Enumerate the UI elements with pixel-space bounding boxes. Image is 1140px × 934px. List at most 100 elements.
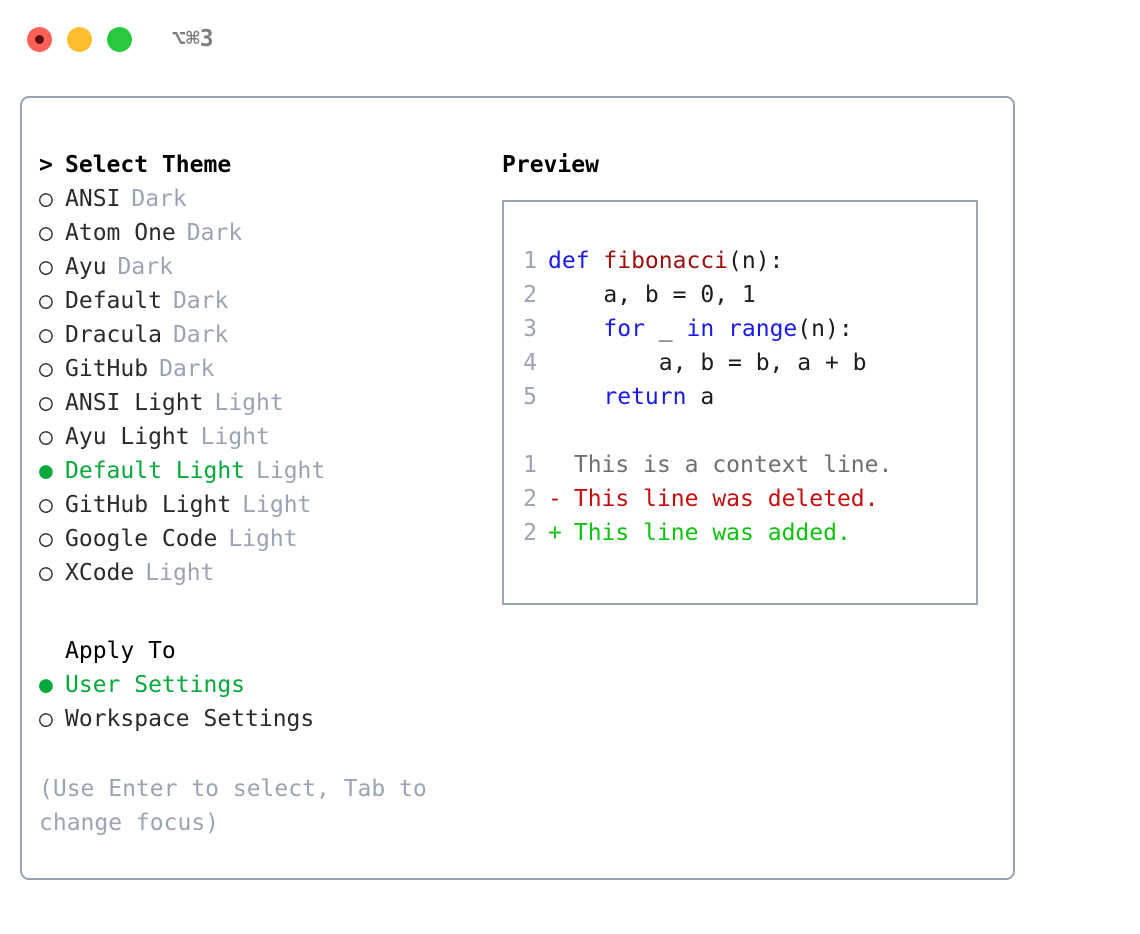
apply-to-option-user-settings[interactable]: ● User Settings <box>39 668 479 702</box>
radio-unselected-icon: ○ <box>39 526 53 552</box>
code-line: 5 return a <box>504 380 976 414</box>
theme-option-ansi-light[interactable]: ○ ANSI Light Light <box>39 386 479 420</box>
minimize-window-button[interactable] <box>67 26 92 52</box>
line-number: 2 <box>523 486 537 512</box>
radio-unselected-icon: ○ <box>39 220 53 246</box>
radio-unselected-icon: ○ <box>39 322 53 348</box>
apply-to-option-workspace-settings[interactable]: ○ Workspace Settings <box>39 702 479 736</box>
code-content: for _ in range(n): <box>548 312 853 346</box>
diff-text: This line was deleted. <box>573 486 879 512</box>
theme-option-google-code[interactable]: ○ Google Code Light <box>39 522 479 556</box>
code-content: a, b = b, a + b <box>548 346 867 380</box>
code-token-plain: (n): <box>797 316 853 342</box>
theme-name: Google Code <box>65 526 218 552</box>
theme-tag: Dark <box>186 220 243 246</box>
theme-tag: Dark <box>117 254 173 280</box>
code-token-keyword: range <box>728 316 798 342</box>
preview-heading: Preview <box>502 152 599 178</box>
theme-name: Ayu <box>65 254 107 280</box>
theme-option-ansi-dark[interactable]: ○ ANSI Dark <box>39 182 479 216</box>
theme-option-default-light[interactable]: ● Default Light Light <box>39 454 479 488</box>
theme-name: GitHub Light <box>65 492 232 518</box>
theme-tag: Dark <box>172 288 229 314</box>
theme-tag: Dark <box>159 356 215 382</box>
code-content: a, b = 0, 1 <box>548 278 756 312</box>
theme-tag: Dark <box>131 186 187 212</box>
theme-name: XCode <box>65 560 135 586</box>
line-number: 4 <box>523 350 537 376</box>
theme-name: Dracula <box>65 322 162 348</box>
hint-spacer <box>39 736 479 772</box>
theme-tag: Light <box>200 424 270 450</box>
diff-marker: - <box>548 486 562 512</box>
code-token-keyword: return <box>603 384 687 410</box>
code-line: 2 a, b = 0, 1 <box>504 278 976 312</box>
select-theme-header: > Select Theme <box>39 148 479 182</box>
code-line: 1 def fibonacci(n): <box>504 244 976 278</box>
code-token-keyword: in <box>686 316 715 342</box>
code-token-plain: (n): <box>728 248 784 274</box>
radio-unselected-icon: ○ <box>39 288 53 314</box>
theme-option-xcode[interactable]: ○ XCode Light <box>39 556 479 590</box>
diff-gap <box>504 414 976 448</box>
radio-unselected-icon: ○ <box>39 560 53 586</box>
section-spacer <box>39 590 479 634</box>
code-token-plain <box>548 384 603 410</box>
line-number: 1 <box>523 248 537 274</box>
line-number: 5 <box>523 384 537 410</box>
diff-marker <box>548 448 562 482</box>
code-token-function: fibonacci <box>603 248 729 274</box>
code-line: 3 for _ in range(n): <box>504 312 976 346</box>
keyboard-hint-text: (Use Enter to select, Tab to change focu… <box>39 776 427 836</box>
diff-marker: + <box>548 520 562 546</box>
theme-option-ayu-light[interactable]: ○ Ayu Light Light <box>39 420 479 454</box>
theme-tag: Light <box>242 492 312 518</box>
close-window-button[interactable] <box>27 26 52 52</box>
caret-icon: > <box>39 152 53 178</box>
line-number: 2 <box>523 520 537 546</box>
radio-unselected-icon: ○ <box>39 492 53 518</box>
theme-option-dracula-dark[interactable]: ○ Dracula Dark <box>39 318 479 352</box>
apply-to-option-label: Workspace Settings <box>65 706 315 732</box>
radio-unselected-icon: ○ <box>39 186 53 212</box>
radio-selected-icon: ● <box>39 458 53 484</box>
code-token-plain: a, b = 0, 1 <box>548 282 756 308</box>
theme-option-github-dark[interactable]: ○ GitHub Dark <box>39 352 479 386</box>
theme-option-github-light[interactable]: ○ GitHub Light Light <box>39 488 479 522</box>
maximize-window-button[interactable] <box>107 26 132 52</box>
line-number: 1 <box>523 452 537 478</box>
radio-unselected-icon: ○ <box>39 254 53 280</box>
code-token-keyword: for <box>603 316 645 342</box>
theme-selection-column: > Select Theme ○ ANSI Dark ○ Atom One Da… <box>39 148 479 840</box>
radio-unselected-icon: ○ <box>39 390 53 416</box>
theme-name: Ayu Light <box>65 424 190 450</box>
preview-box: 1 def fibonacci(n): 2 a, b = 0, 1 3 for … <box>502 200 978 605</box>
code-token-keyword: def <box>548 248 604 274</box>
theme-option-ayu-dark[interactable]: ○ Ayu Dark <box>39 250 479 284</box>
theme-name: ANSI Light <box>65 390 204 416</box>
theme-tag: Light <box>256 458 326 484</box>
code-token-plain: a, b = b, a + b <box>548 350 867 376</box>
select-theme-title: Select Theme <box>65 152 232 178</box>
window-titlebar: ⌥⌘3 <box>0 0 1140 78</box>
code-content: def fibonacci(n): <box>548 244 783 278</box>
diff-text: This line was added. <box>573 520 851 546</box>
theme-tag: Light <box>228 526 298 552</box>
line-number: 3 <box>523 316 537 342</box>
theme-name: ANSI <box>65 186 121 212</box>
theme-option-default-dark[interactable]: ○ Default Dark <box>39 284 479 318</box>
diff-text: This is a context line. <box>573 452 893 478</box>
shortcut-label: ⌥⌘3 <box>172 25 214 52</box>
code-token-plain <box>548 316 603 342</box>
window-controls <box>27 26 132 52</box>
apply-to-option-label: User Settings <box>65 672 246 698</box>
line-number: 2 <box>523 282 537 308</box>
code-token-plain: _ <box>644 316 687 342</box>
diff-line-added: 2 + This line was added. <box>504 516 976 550</box>
radio-unselected-icon: ○ <box>39 706 53 732</box>
theme-option-atom-one-dark[interactable]: ○ Atom One Dark <box>39 216 479 250</box>
radio-selected-icon: ● <box>39 672 53 698</box>
code-token-plain: a <box>686 384 715 410</box>
theme-tag: Light <box>214 390 284 416</box>
